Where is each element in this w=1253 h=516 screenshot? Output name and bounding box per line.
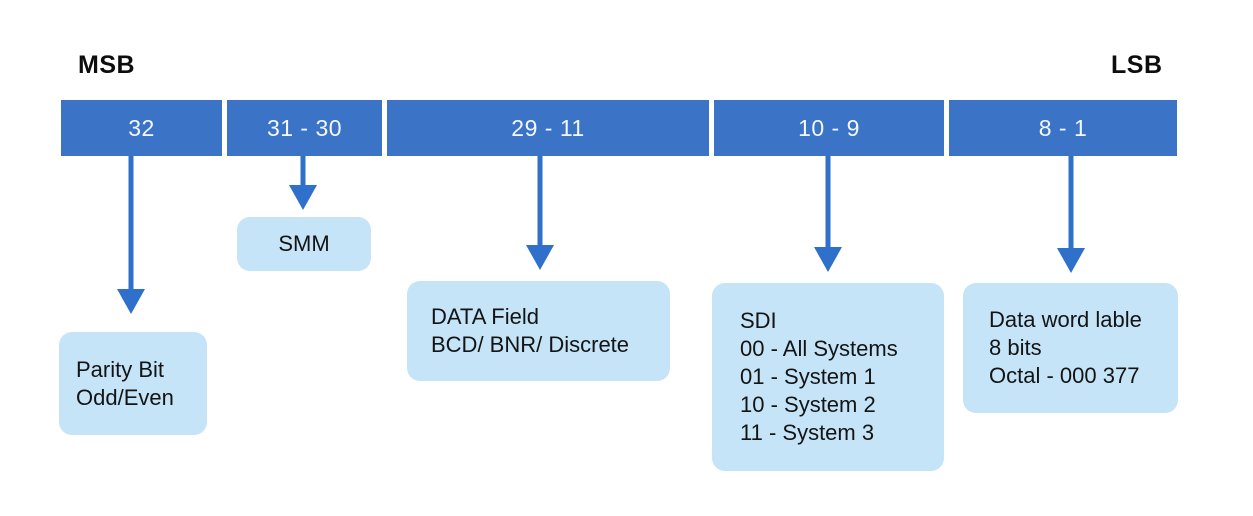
bit-segment-31-30: 31 - 30 [227,100,382,156]
bit-segment-8-1: 8 - 1 [949,100,1177,156]
callout-line: 01 - System 1 [740,364,876,389]
callout-line: Parity Bit [76,356,165,382]
down-arrow-smm [289,156,317,210]
bit-segment-10-9: 10 - 9 [714,100,944,156]
callout-sdi: SDI 00 - All Systems 01 - System 1 10 - … [712,283,944,471]
down-arrow-sdi [814,156,842,272]
callout-line: DATA Field [431,304,539,329]
down-arrow-parity [117,156,145,314]
down-arrow-data-word-label [1057,156,1085,273]
msb-label: MSB [78,51,136,79]
callout-line: SDI [740,308,777,333]
bit-segment-29-11: 29 - 11 [387,100,709,156]
arrow-head-icon [814,247,842,272]
callout-data-word-label: Data word lable 8 bits Octal - 000 377 [963,283,1178,413]
callout-line: 00 - All Systems [740,336,898,361]
callout-smm: SMM [237,217,371,271]
arrow-head-icon [289,185,317,210]
callout-line: Octal - 000 377 [989,363,1140,388]
callout-line: 8 bits [989,335,1042,360]
down-arrow-data-field [526,156,554,270]
callout-line: 10 - System 2 [740,392,876,417]
callout-line: SMM [278,231,330,256]
arrow-stem [300,156,306,187]
callout-data-field: DATA Field BCD/ BNR/ Discrete [407,281,670,381]
callout-line: Odd/Even [76,384,174,410]
arrow-head-icon [1057,248,1085,273]
arrow-stem [128,156,134,291]
callout-line: 11 - System 3 [740,420,875,445]
arrow-head-icon [526,245,554,270]
callout-line: BCD/ BNR/ Discrete [431,332,630,357]
callout-line: Data word lable [989,307,1142,332]
arrow-stem [537,156,543,247]
arrow-stem [825,156,831,249]
arrow-stem [1068,156,1074,250]
callout-parity-bit: Parity Bit Odd/Even [59,332,207,435]
lsb-label: LSB [1111,51,1163,79]
arrow-head-icon [117,289,145,314]
bit-segment-32: 32 [61,100,222,156]
